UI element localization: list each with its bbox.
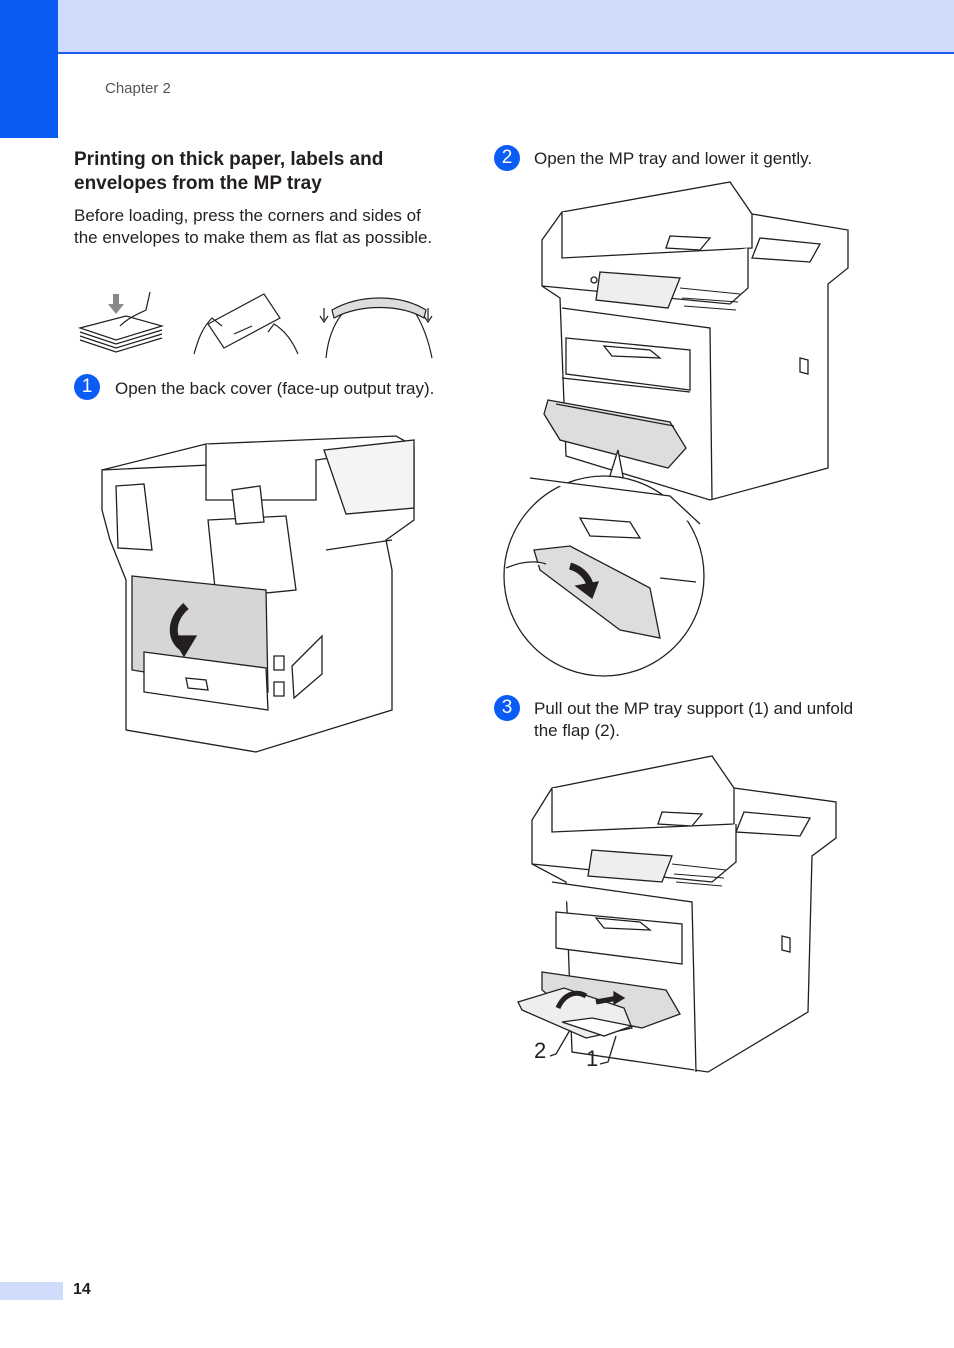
header-band <box>0 0 954 54</box>
intro-paragraph: Before loading, press the corners and si… <box>74 206 433 247</box>
page-number: 14 <box>73 1281 91 1298</box>
envelope-flatten-illustration <box>76 288 438 360</box>
step-3-text: Pull out the MP tray support (1) and unf… <box>534 699 854 740</box>
step-1-text: Open the back cover (face-up output tray… <box>115 379 435 398</box>
back-cover-illustration <box>96 430 418 756</box>
step-1-number: 1 <box>74 374 100 400</box>
envelope-stack-icon <box>77 291 165 353</box>
step-2-number: 2 <box>494 145 520 171</box>
footer-band <box>0 1282 63 1300</box>
step-2-text: Open the MP tray and lower it gently. <box>534 149 813 168</box>
chapter-label: Chapter 2 <box>105 80 171 97</box>
section-title: Printing on thick paper, labels and enve… <box>74 149 384 194</box>
callout-1-label: 1 <box>586 1046 598 1071</box>
step-3-number: 3 <box>494 695 520 721</box>
callout-2-label: 2 <box>534 1038 546 1063</box>
mp-tray-support-illustration: 2 1 <box>512 752 842 1076</box>
hands-envelope-icon <box>193 293 299 355</box>
chapter-tab <box>0 0 58 138</box>
open-mp-tray-illustration <box>500 178 852 682</box>
bend-envelope-icon <box>319 297 433 359</box>
